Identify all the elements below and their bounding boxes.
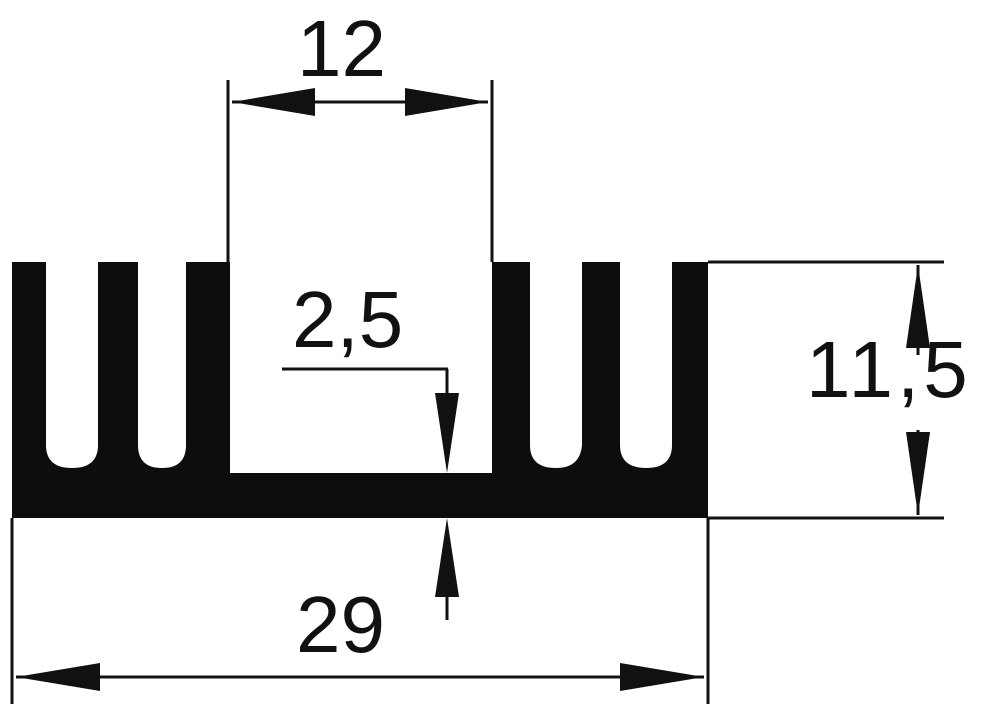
dimension-label-29: 29 xyxy=(296,580,385,669)
heatsink-profile xyxy=(12,262,708,518)
dimension-label-12: 12 xyxy=(297,4,386,93)
dimension-12 xyxy=(226,80,494,262)
dimension-29 xyxy=(10,518,710,704)
dimension-label-2-5: 2,5 xyxy=(292,275,404,364)
dimension-2-5 xyxy=(282,367,459,620)
dimension-11-5 xyxy=(708,260,944,520)
dimension-label-11-5: 11,5 xyxy=(806,325,972,414)
